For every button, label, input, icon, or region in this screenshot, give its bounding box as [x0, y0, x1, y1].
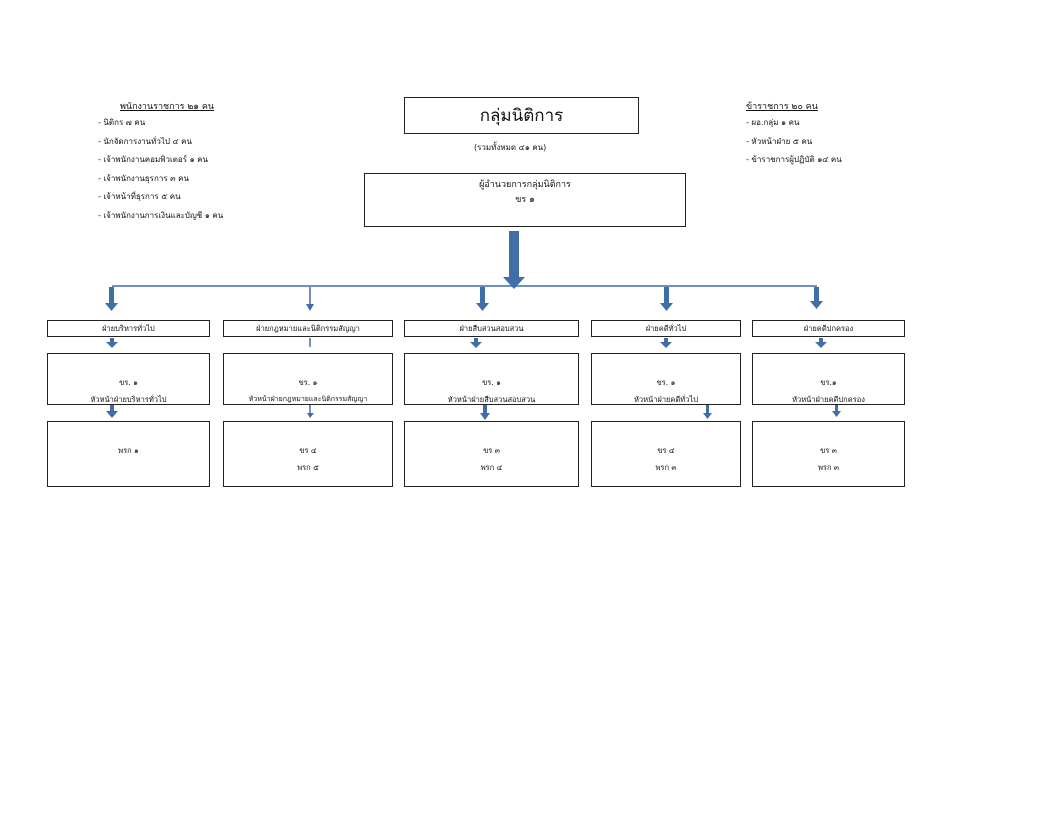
- staff-line: ขร ๓: [820, 446, 837, 455]
- division-arrows: [105, 287, 823, 311]
- head-code: ขร. ๑: [656, 378, 676, 387]
- staff-box-general-admin: พรก ๑: [47, 421, 210, 487]
- head-code: ขร.๑: [820, 378, 837, 387]
- list-item: - เจ้าพนักงานธุรการ ๓ คน: [98, 173, 189, 183]
- head-title: หัวหน้าฝ่ายสืบสวนสอบสวน: [447, 395, 536, 404]
- staff-line: พรก ๑: [118, 446, 139, 455]
- right-staff-title: ข้าราชการ ๒๐ คน: [746, 102, 818, 112]
- staff-line: ขร ๓: [483, 446, 500, 455]
- head-arrows: [106, 338, 827, 348]
- division-box-general-admin: ฝ่ายบริหารทั่วไป: [47, 320, 210, 337]
- staff-line: ขร ๔: [657, 446, 675, 455]
- director-title: ผู้อำนวยการกลุ่มนิติการ: [479, 180, 571, 190]
- division-name: ฝ่ายคดีปกครอง: [803, 323, 854, 333]
- head-code: ขร. ๑: [298, 378, 318, 387]
- head-box-general-admin: ขร. ๑ หัวหน้าฝ่ายบริหารทั่วไป: [47, 353, 210, 405]
- list-item: - เจ้าหน้าที่ธุรการ ๕ คน: [98, 192, 181, 201]
- staff-arrows: [106, 405, 841, 420]
- head-box-law-contracts: ขร. ๑ หัวหน้าฝ่ายกฎหมายและนิติกรรมสัญญา: [223, 353, 393, 405]
- division-name: ฝ่ายคดีทั่วไป: [645, 323, 687, 333]
- list-item: - เจ้าพนักงานการเงินและบัญชี ๑ คน: [98, 210, 224, 220]
- left-staff-title: พนักงานราชการ ๒๑ คน: [120, 102, 215, 112]
- division-box-investigation: ฝ่ายสืบสวนสอบสวน: [404, 320, 579, 337]
- head-box-administrative-cases: ขร.๑ หัวหน้าฝ่ายคดีปกครอง: [752, 353, 905, 405]
- right-staff-list: ข้าราชการ ๒๐ คน - ผอ.กลุ่ม ๑ คน - หัวหน้…: [746, 99, 842, 170]
- staff-line: พรก ๕: [297, 463, 319, 472]
- head-code: ขร. ๑: [119, 378, 138, 387]
- director-box: ผู้อำนวยการกลุ่มนิติการ ขร ๑: [364, 173, 686, 227]
- left-staff-list: พนักงานราชการ ๒๑ คน - นิติกร ๗ คน - นักจ…: [98, 99, 223, 225]
- head-title: หัวหน้าฝ่ายคดีปกครอง: [792, 395, 865, 404]
- head-title: หัวหน้าฝ่ายบริหารทั่วไป: [90, 395, 167, 404]
- head-box-investigation: ขร. ๑ หัวหน้าฝ่ายสืบสวนสอบสวน: [404, 353, 579, 405]
- list-item: - นักจัดการงานทั่วไป ๔ คน: [98, 136, 192, 146]
- list-item: - หัวหน้าฝ่าย ๕ คน: [746, 136, 813, 146]
- staff-line: พรก ๔: [480, 463, 503, 472]
- org-title-box: กลุ่มนิติการ: [404, 97, 639, 134]
- list-item: - ข้าราชการผู้ปฏิบัติ ๑๔ คน: [746, 155, 842, 164]
- list-item: - นิติกร ๗ คน: [98, 118, 146, 127]
- org-title: กลุ่มนิติการ: [479, 106, 564, 126]
- list-item: - ผอ.กลุ่ม ๑ คน: [746, 118, 800, 127]
- staff-box-administrative-cases: ขร ๓ พรก ๓: [752, 421, 905, 487]
- staff-box-general-cases: ขร ๔ พรก ๓: [591, 421, 741, 487]
- division-name: ฝ่ายกฎหมายและนิติกรรมสัญญา: [256, 323, 360, 333]
- head-title: หัวหน้าฝ่ายคดีทั่วไป: [633, 395, 698, 404]
- staff-line: ขร ๔: [299, 446, 317, 455]
- list-item: - เจ้าพนักงานคอมพิวเตอร์ ๑ คน: [98, 155, 209, 164]
- division-box-administrative-cases: ฝ่ายคดีปกครอง: [752, 320, 905, 337]
- main-down-arrow: [503, 231, 525, 289]
- head-title: หัวหน้าฝ่ายกฎหมายและนิติกรรมสัญญา: [248, 395, 368, 403]
- division-name: ฝ่ายสืบสวนสอบสวน: [459, 323, 524, 333]
- division-box-general-cases: ฝ่ายคดีทั่วไป: [591, 320, 741, 337]
- division-box-law-contracts: ฝ่ายกฎหมายและนิติกรรมสัญญา: [223, 320, 393, 337]
- left-staff-items: - นิติกร ๗ คน - นักจัดการงานทั่วไป ๔ คน …: [98, 114, 223, 225]
- staff-line: พรก ๓: [655, 463, 677, 472]
- division-name: ฝ่ายบริหารทั่วไป: [102, 323, 155, 333]
- staff-line: พรก ๓: [817, 463, 840, 472]
- right-staff-items: - ผอ.กลุ่ม ๑ คน - หัวหน้าฝ่าย ๕ คน - ข้า…: [746, 114, 842, 170]
- director-code: ขร ๑: [515, 195, 535, 205]
- staff-box-investigation: ขร ๓ พรก ๔: [404, 421, 579, 487]
- staff-box-law-contracts: ขร ๔ พรก ๕: [223, 421, 393, 487]
- total-count: (รวมทั้งหมด ๔๑ คน): [474, 143, 547, 152]
- head-box-general-cases: ขร. ๑ หัวหน้าฝ่ายคดีทั่วไป: [591, 353, 741, 405]
- head-code: ขร. ๑: [482, 378, 501, 387]
